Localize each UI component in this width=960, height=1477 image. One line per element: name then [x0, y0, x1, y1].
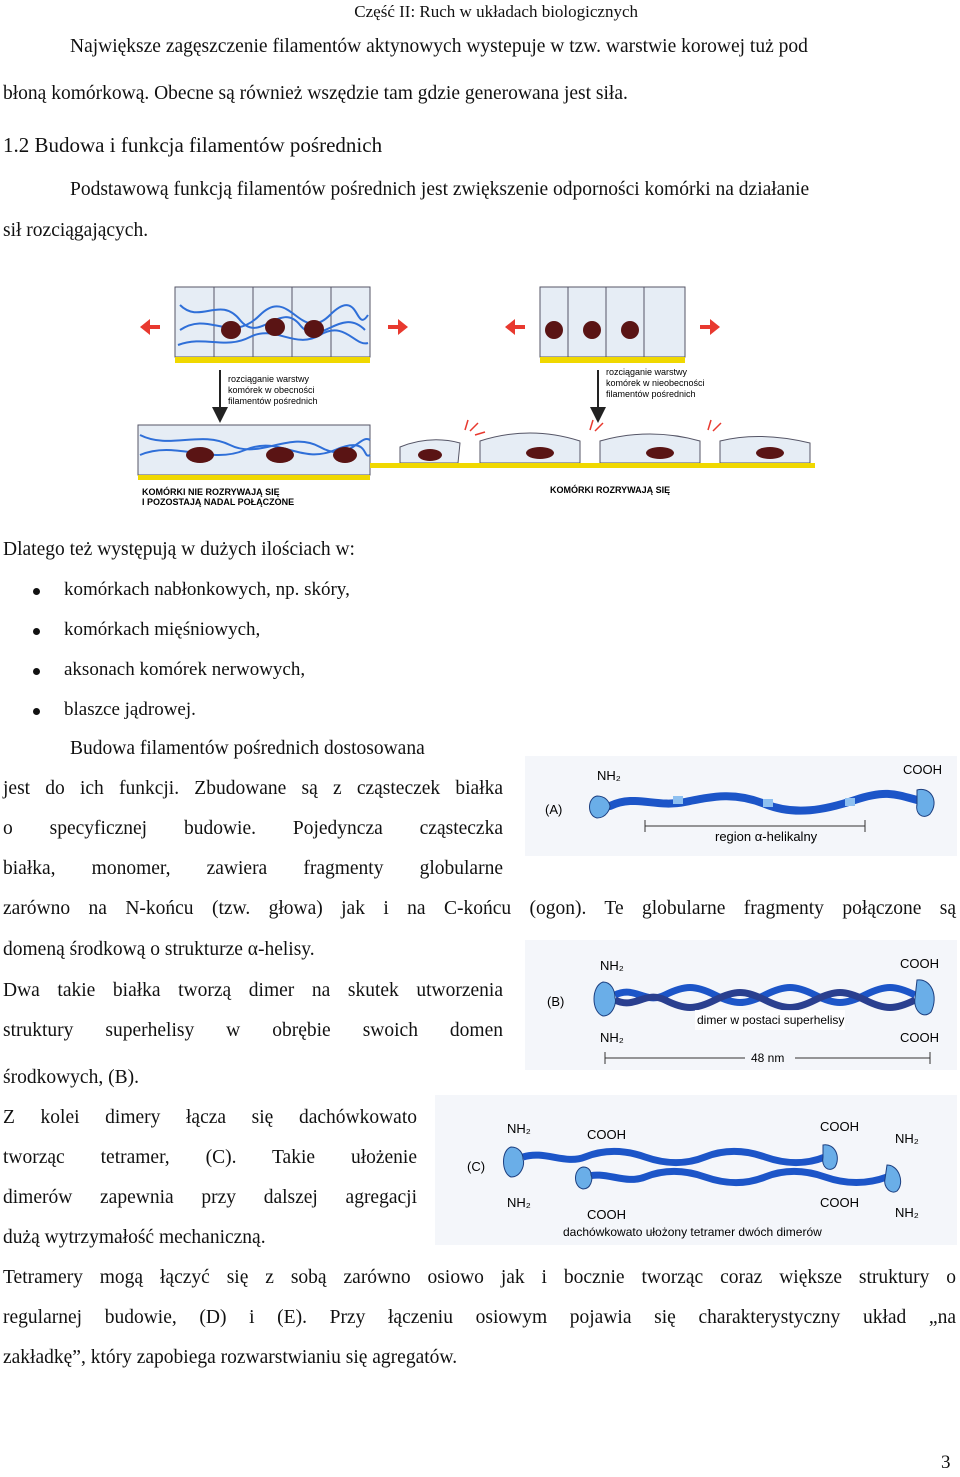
paragraph-2-line-2: sił rozciągających. — [3, 220, 149, 241]
tail-group — [575, 1166, 593, 1190]
figure-b-cooh-top: COOH — [900, 956, 939, 971]
right-torn-cells — [370, 419, 815, 468]
paragraph-4-line-3: środkowych, (B). — [3, 1067, 139, 1088]
head-group — [503, 1146, 524, 1178]
figure-a-cooh: COOH — [903, 762, 942, 777]
figure-a-label: (A) — [545, 802, 562, 817]
paragraph-3-line-4: białka, monomer, zawiera fragmenty globu… — [3, 858, 503, 879]
running-header: Część II: Ruch w układach biologicznych — [354, 2, 638, 21]
figure-a-region: region α-helikalny — [715, 829, 818, 844]
n-terminal-head — [589, 795, 611, 819]
paragraph-3-line-2: jest do ich funkcji. Zbudowane są z cząs… — [3, 778, 503, 799]
tail-group — [822, 1144, 838, 1170]
right-caption-line-1: rozciąganie warstwy — [606, 367, 688, 377]
paragraph-6-line-1: Tetramery mogą łączyć się z sobą zarówno… — [3, 1267, 956, 1288]
figure-c-caption: dachówkowato ułożony tetramer dwóch dime… — [563, 1225, 822, 1239]
figure-c-nh2-2: NH₂ — [507, 1195, 531, 1210]
page-number: 3 — [941, 1452, 951, 1473]
figure-b-nh2-top: NH₂ — [600, 958, 624, 973]
figure-a-monomer: (A) NH₂ COOH region α-helikalny — [525, 756, 957, 856]
figure-a-nh2: NH₂ — [597, 768, 621, 783]
paragraph-4-line-2: struktury superhelisy w obrębie swoich d… — [3, 1020, 503, 1041]
paragraph-2-line-1: Podstawową funkcją filamentów pośrednich… — [70, 179, 810, 200]
section-title: 1.2 Budowa i funkcja filamentów pośredni… — [3, 133, 383, 157]
figure-c-nh2-4: NH₂ — [895, 1205, 919, 1220]
left-stretched-cells — [137, 424, 371, 480]
right-intact-cells — [539, 286, 686, 363]
paragraph-4-line-1: Dwa takie białka tworzą dimer na skutek … — [3, 980, 503, 1001]
bullet-item: blaszce jądrowej. — [0, 691, 600, 731]
paragraph-6-line-3: zakładkę”, który zapobiega rozwarstwiani… — [3, 1347, 458, 1368]
paragraph-3-line-1: Budowa filamentów pośrednich dostosowana — [70, 738, 425, 759]
linker-segment — [673, 796, 683, 804]
bullet-item: komórkach mięśniowych, — [0, 611, 600, 651]
linker-segment — [763, 799, 773, 807]
right-result: KOMÓRKI ROZRYWAJĄ SIĘ — [550, 484, 670, 495]
paragraph-6-line-2: regularnej budowie, (D) i (E). Przy łącz… — [3, 1307, 956, 1328]
figure-c-cooh-1: COOH — [587, 1127, 626, 1142]
figure-b-length: 48 nm — [751, 1051, 784, 1065]
left-caption-line-3: filamentów pośrednich — [228, 396, 318, 406]
paragraph-3-line-5: zarówno na N-końcu (tzw. głowa) jak i na… — [3, 898, 956, 919]
n-terminal-heads — [593, 981, 616, 1017]
dimer-2 — [583, 1167, 889, 1187]
bullet-item: aksonach komórek nerwowych, — [0, 651, 600, 691]
left-intact-cells — [174, 286, 371, 363]
list-intro: Dlatego też występują w dużych ilościach… — [3, 539, 355, 560]
right-caption-line-2: komórek w nieobecności — [606, 378, 705, 388]
figure-c-nh2-3: NH₂ — [895, 1131, 919, 1146]
dimer-strand-1 — [613, 984, 917, 1006]
bullet-dot — [33, 708, 40, 715]
paragraph-5-line-3: dimerów zapewnia przy dalszej agregacji — [3, 1187, 417, 1208]
paragraph-1-line-2: błoną komórkową. Obecne są również wszęd… — [3, 83, 628, 104]
head-group — [884, 1164, 902, 1193]
left-result-line-1: KOMÓRKI NIE ROZRYWAJĄ SIĘ — [142, 486, 280, 497]
figure-c-cooh-2: COOH — [587, 1207, 626, 1222]
paragraph-3-line-6: domeną środkową o strukturze α-helisy. — [3, 939, 315, 960]
figure-b-label: (B) — [547, 994, 564, 1009]
paragraph-5-line-1: Z kolei dimery łącza się dachówkowato — [3, 1107, 417, 1128]
paragraph-3-line-3: o specyficznej budowie. Pojedyncza cząst… — [3, 818, 503, 839]
left-result-line-2: I POZOSTAJĄ NADAL POŁĄCZONE — [142, 497, 294, 507]
figure-b-dimer: (B) NH₂ NH₂ COOH COOH dimer w postaci su… — [525, 940, 957, 1070]
figure-b-caption: dimer w postaci superhelisy — [697, 1013, 844, 1027]
cell-stretching-figure: rozciąganie warstwy komórek w obecności … — [137, 286, 815, 507]
dimer-1 — [521, 1147, 827, 1167]
paragraph-5-line-4: dużą wytrzymałość mechaniczną. — [3, 1227, 266, 1248]
bullet-dot — [33, 628, 40, 635]
figure-c-nh2-1: NH₂ — [507, 1121, 531, 1136]
left-caption-line-2: komórek w obecności — [228, 385, 315, 395]
bullet-dot — [33, 668, 40, 675]
left-caption-line-1: rozciąganie warstwy — [228, 374, 310, 384]
c-terminal-tails — [914, 979, 935, 1016]
dimer-strand-2 — [613, 989, 917, 1011]
paragraph-5-line-2: tworząc tetramer, (C). Takie ułożenie — [3, 1147, 417, 1168]
figure-c-label: (C) — [467, 1159, 485, 1174]
paragraph-1-line-1: Największe zagęszczenie filamentów aktyn… — [70, 36, 808, 57]
figure-b-cooh-bottom: COOH — [900, 1030, 939, 1045]
figure-c-cooh-3: COOH — [820, 1119, 859, 1134]
c-terminal-tail — [916, 788, 935, 817]
bullet-item: komórkach nabłonkowych, np. skóry, — [0, 571, 600, 611]
figure-b-nh2-bottom: NH₂ — [600, 1030, 624, 1045]
bullet-dot — [33, 588, 40, 595]
right-caption-line-3: filamentów pośrednich — [606, 389, 696, 399]
figure-c-tetramer: (C) NH₂ NH₂ NH₂ NH₂ COOH COOH COOH COOH … — [435, 1095, 957, 1245]
linker-segment — [845, 798, 855, 806]
figure-c-cooh-4: COOH — [820, 1195, 859, 1210]
